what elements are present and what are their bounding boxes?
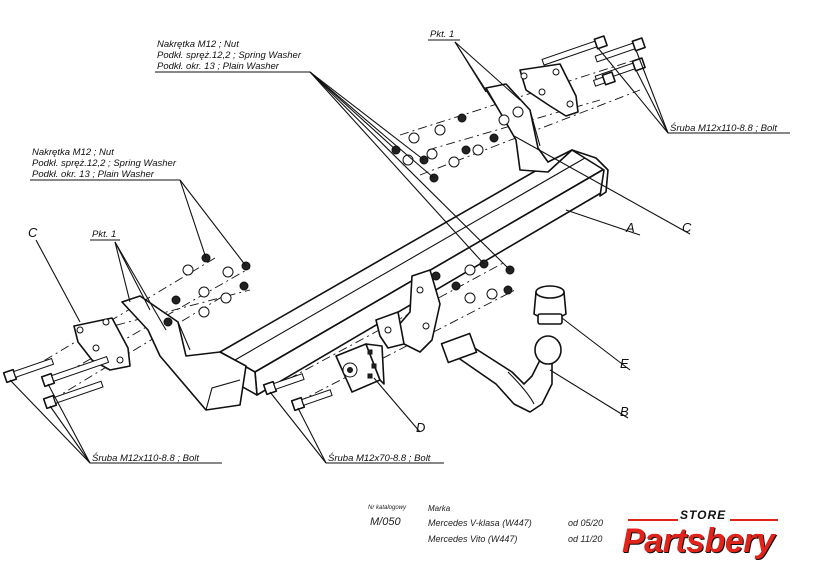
part-letter-e: E [620,356,629,371]
mounting-plate-left [73,317,131,371]
vehicle-model-2: Mercedes Vito (W447) [428,534,518,544]
part-letter-d: D [416,420,425,435]
vehicle-date-1: od 05/20 [568,518,604,528]
partsbery-logo: STORE Partsbery [620,505,800,571]
make-label: Marka [428,504,451,513]
ball-bracket [375,269,441,353]
nuts-washers-left [163,253,251,327]
tow-ball-neck [440,332,562,413]
callout-nut-upper: Nakrętka M12 ; Nut Podkł. spręż.12,2 ; S… [157,39,302,72]
vehicle-date-2: od 11/20 [568,534,603,544]
nuts-washers-upper [391,106,524,183]
callout-bolt-left: Śruba M12x110-8.8 ; Bolt [92,452,199,464]
catalog-info: Nr katalogowy M/050 Marka Mercedes V-kla… [362,502,612,552]
brand-name: Partsbery [622,522,775,560]
store-rule [628,519,678,521]
ball-cap [533,285,567,325]
callout-pkt-left: Pkt. 1 [92,229,116,240]
bolts-left [2,356,110,410]
catalog-number: M/050 [370,516,401,528]
svg-text:Nakrętka M12 ; Nut: Nakrętka M12 ; Nut [32,147,114,158]
svg-text:Podkł. okr. 13 ; Plain Washer: Podkł. okr. 13 ; Plain Washer [157,61,280,72]
leader-lines [9,39,790,464]
callout-bolt-middle: Śruba M12x70-8.8 ; Bolt [328,452,431,464]
svg-text:Podkł. spręż.12,2 ; Spring Was: Podkł. spręż.12,2 ; Spring Washer [157,50,302,61]
part-letter-c-right: C [682,220,692,235]
svg-text:Nakrętka M12 ; Nut: Nakrętka M12 ; Nut [157,39,239,50]
bolts-middle [262,373,333,412]
mounting-plate-right [519,63,579,117]
part-letter-b: B [620,404,629,419]
left-mounting-arm [121,295,247,411]
store-text: STORE [680,508,727,522]
part-letter-a: A [625,220,635,235]
callout-nut-left: Nakrętka M12 ; Nut Podkł. spręż.12,2 ; S… [32,147,177,180]
right-mounting-arm [485,83,573,173]
svg-text:Podkł. spręż.12,2 ; Spring Was: Podkł. spręż.12,2 ; Spring Washer [32,158,177,169]
catalog-number-label: Nr katalogowy [368,505,407,511]
callout-bolt-right: Śruba M12x110-8.8 ; Bolt [670,122,777,134]
store-rule-right [730,519,778,521]
store-tag: STORE [680,508,726,522]
svg-text:Podkł. okr. 13 ; Plain Washer: Podkł. okr. 13 ; Plain Washer [32,169,155,180]
part-letter-c-left: C [28,225,38,240]
callout-pkt-upper: Pkt. 1 [430,29,454,40]
socket-plate [335,343,385,393]
vehicle-model-1: Mercedes V-klasa (W447) [428,518,532,528]
